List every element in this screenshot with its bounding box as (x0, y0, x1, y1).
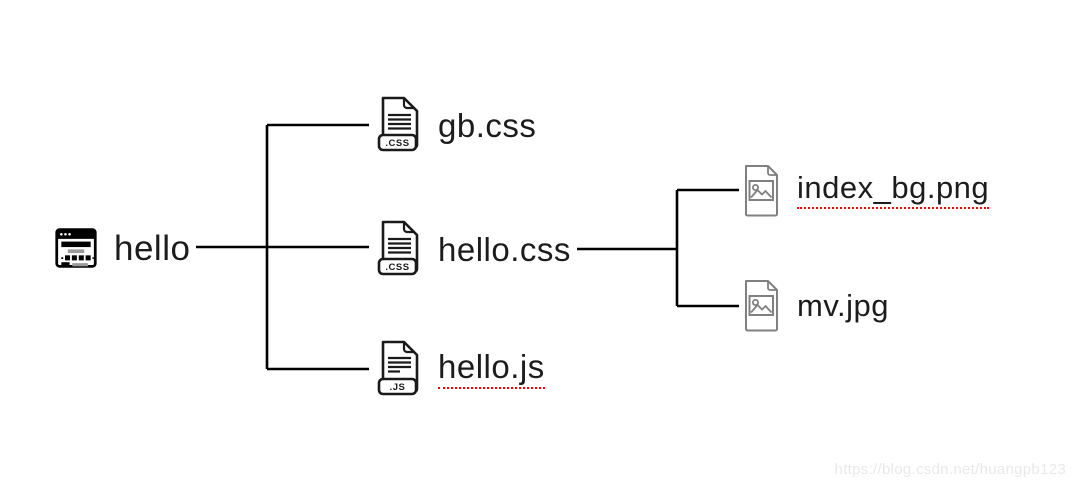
webpage-icon (55, 228, 97, 268)
js-badge-label: .JS (390, 382, 406, 393)
image-file-icon (745, 279, 778, 331)
csdn-watermark: https://blog.csdn.net/huangpb123 (834, 461, 1066, 478)
css-badge-label: .CSS (385, 138, 409, 149)
tree-node-mv-jpg: mv.jpg (741, 278, 889, 332)
tree-node-hello-js: .JS hello.js (376, 338, 545, 400)
image-file-icon (745, 164, 778, 216)
tree-node-gb-css: .CSS gb.css (376, 94, 536, 156)
node-label-mv-jpg: mv.jpg (797, 287, 890, 323)
tree-node-hello-css: .CSS hello.css (376, 218, 571, 280)
node-label-hello: hello (114, 228, 191, 268)
node-label-hello-js: hello.js (438, 350, 545, 389)
tree-node-hello: hello (54, 224, 190, 272)
css-file-icon: .CSS (377, 96, 419, 152)
tree-node-index-bg-png: index_bg.png (741, 163, 990, 217)
node-label-hello-css: hello.css (438, 230, 571, 268)
node-label-index-bg-png: index_bg.png (797, 172, 990, 209)
css-badge-label: .CSS (385, 262, 409, 273)
node-label-gb-css: gb.css (438, 106, 537, 144)
css-file-icon: .CSS (377, 220, 419, 276)
js-file-icon: .JS (377, 340, 419, 396)
